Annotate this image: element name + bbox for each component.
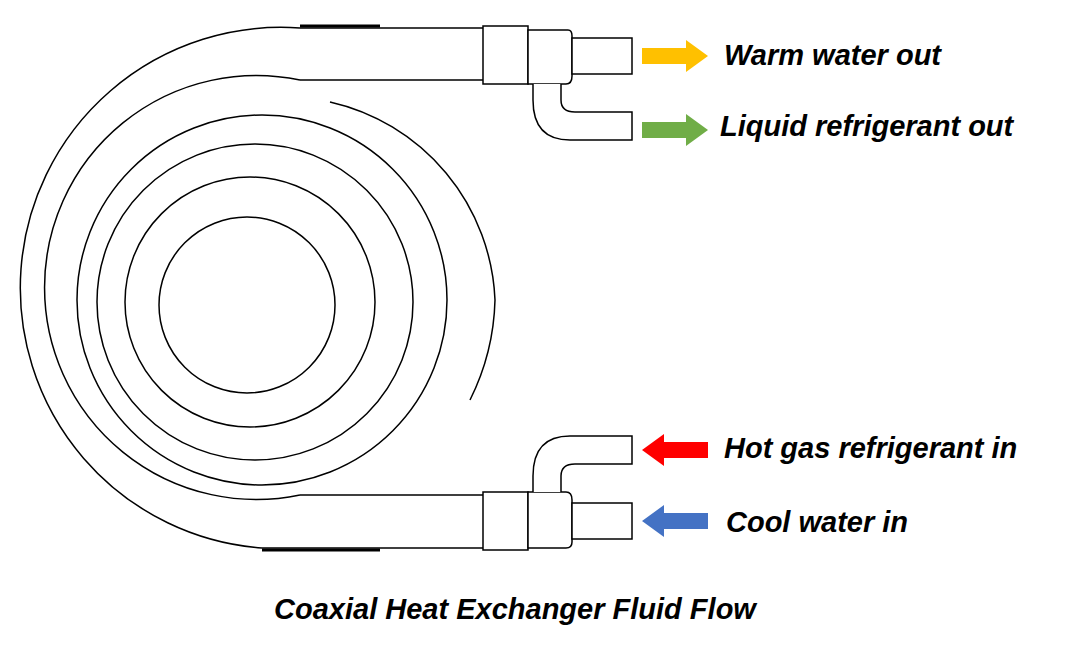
tube-edge bbox=[300, 25, 380, 28]
water-inlet-pipe bbox=[572, 503, 632, 539]
warm-water-arrow bbox=[642, 40, 708, 72]
liquid-refrigerant-arrow bbox=[642, 114, 708, 146]
coil-ring bbox=[125, 177, 375, 427]
figure-caption: Coaxial Heat Exchanger Fluid Flow bbox=[274, 593, 756, 626]
coil-ring bbox=[97, 144, 413, 460]
tube-edge bbox=[262, 549, 380, 552]
hot-gas-arrow bbox=[642, 434, 708, 466]
coupling bbox=[483, 492, 528, 550]
flow-label: Liquid refrigerant out bbox=[720, 110, 1013, 143]
coil-rings bbox=[20, 27, 495, 548]
bottom-fittings bbox=[262, 436, 632, 550]
tee bbox=[528, 492, 572, 548]
refrigerant-inlet-elbow bbox=[533, 436, 632, 492]
flow-label: Cool water in bbox=[726, 506, 908, 539]
flow-label: Warm water out bbox=[724, 39, 941, 72]
tube bbox=[262, 495, 483, 548]
flow-label: Hot gas refrigerant in bbox=[724, 432, 1017, 465]
water-outlet-pipe bbox=[572, 38, 632, 74]
refrigerant-outlet-elbow bbox=[533, 84, 632, 140]
cool-water-arrow bbox=[642, 505, 708, 537]
coil-ring bbox=[159, 217, 335, 393]
coupling bbox=[483, 26, 528, 84]
top-fittings bbox=[300, 26, 632, 140]
tube bbox=[300, 28, 483, 80]
coil-ring bbox=[330, 102, 495, 400]
tee bbox=[528, 30, 572, 84]
coil-ring bbox=[77, 115, 447, 485]
